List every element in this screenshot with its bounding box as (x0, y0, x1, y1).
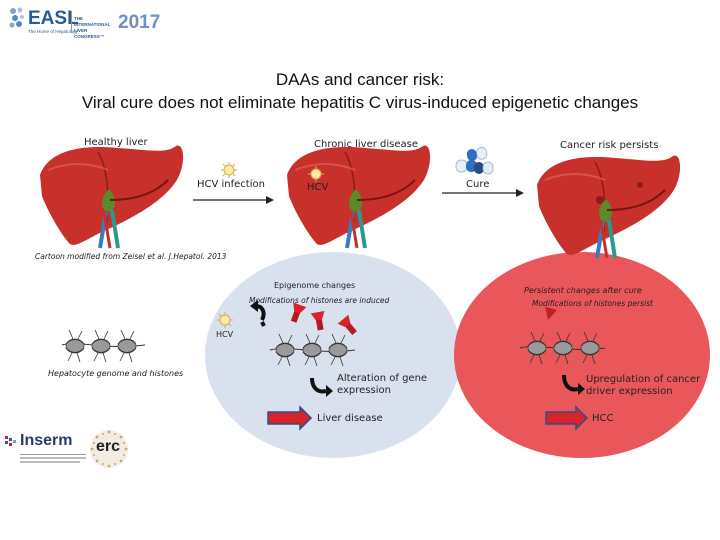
middle-panel-effect: Alteration of gene expression (337, 373, 428, 396)
title-line-1: DAAs and cancer risk: (275, 70, 445, 89)
liver-hcv-label: HCV (307, 182, 329, 193)
middle-panel-outcome: Liver disease (317, 413, 383, 424)
hcv-virus-icon (217, 312, 233, 328)
easl-tagline: The Home of Hepatology (28, 29, 79, 34)
curved-arrow-icon (562, 374, 585, 395)
congress-text: THE INTERNATIONAL LIVER CONGRESS™ (74, 16, 111, 39)
outcome-arrow-icon (545, 405, 589, 431)
stage-label-healthy: Healthy liver (84, 137, 148, 148)
congress-year: 2017 (118, 12, 161, 33)
inserm-mark-icon (4, 436, 18, 450)
easl-wordmark: EASL (28, 8, 79, 29)
middle-hcv-label: HCV (216, 330, 234, 339)
logo-divider (71, 11, 72, 33)
hcv-infection-label: HCV infection (197, 179, 265, 190)
modifier-icon (337, 314, 357, 335)
inserm-logo: Inserm (4, 432, 88, 466)
modifier-icon (310, 310, 325, 331)
left-panel-caption: Hepatocyte genome and histones (48, 369, 184, 378)
middle-panel-subheading: Modifications of histones are induced (249, 296, 390, 305)
stage-label-chronic: Chronic liver disease (314, 139, 419, 150)
erc-wordmark: erc (96, 438, 121, 455)
capsule-icon (466, 146, 488, 162)
modifier-icon (545, 306, 557, 320)
middle-panel-heading: Epigenome changes (274, 281, 356, 290)
right-panel-heading: Persistent changes after cure (524, 286, 642, 295)
inserm-rule (20, 454, 86, 455)
histone-chain-right (519, 331, 606, 365)
easl-logo: EASL The Home of Hepatology THE INTERNAT… (8, 6, 160, 39)
inserm-wordmark: Inserm (20, 432, 73, 449)
inserm-fine-print (20, 461, 80, 463)
molecule-icon (8, 6, 28, 32)
outcome-arrow-icon (267, 405, 313, 431)
histone-chain-middle (269, 333, 356, 367)
arrow-icon (193, 196, 274, 204)
capsule-icon (455, 159, 477, 173)
hcv-virus-icon (308, 166, 324, 182)
right-panel-ellipse (454, 252, 710, 458)
curved-arrow-icon (310, 377, 333, 397)
right-panel-effect: Upregulation of cancer driver expression (586, 374, 701, 397)
modifier-icon (290, 302, 307, 323)
title-line-2: Viral cure does not eliminate hepatitis … (81, 93, 639, 112)
cartoon-credit: Cartoon modified from Zeisel et al. J.He… (35, 252, 227, 261)
cure-label: Cure (466, 179, 490, 190)
arrow-icon (442, 189, 524, 197)
stage-label-cancer-risk: Cancer risk persists (560, 140, 659, 151)
hcv-virus-icon (221, 162, 237, 178)
histone-chain-left (61, 329, 146, 363)
capsule-icon (474, 161, 494, 175)
erc-logo: erc (88, 428, 130, 470)
inserm-fine-print (20, 457, 86, 459)
curved-arrow-icon (250, 300, 266, 327)
right-panel-outcome: HCC (592, 413, 614, 424)
right-panel-subheading: Modifications of histones persist (532, 299, 653, 308)
